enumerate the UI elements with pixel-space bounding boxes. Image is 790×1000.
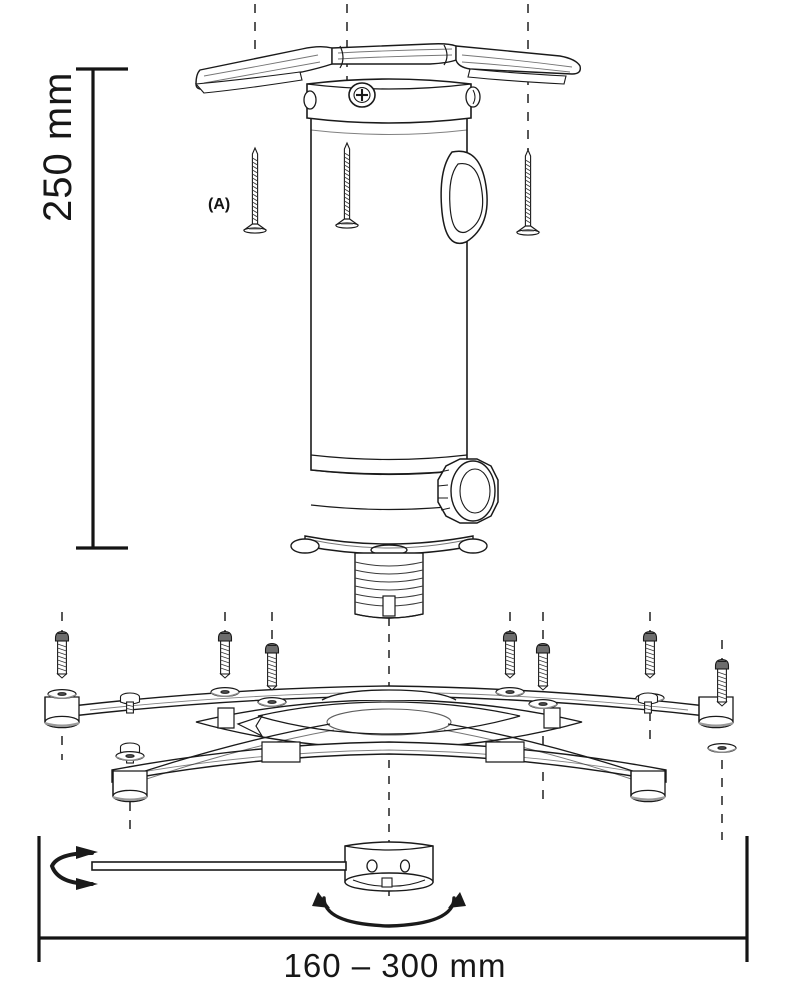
machine-screw-right-3: [642, 630, 658, 679]
collar-side-lug-left: [303, 90, 317, 110]
knurled-locking-knob: [437, 458, 499, 524]
spider-foot-inner-right: [630, 770, 666, 803]
arm-rotation-indicator: [49, 846, 347, 890]
collar-side-lug-right: [465, 86, 481, 108]
width-dimension-label: 160 – 300 mm: [283, 947, 507, 984]
column-collar: [306, 78, 472, 124]
ceiling-mount-plate: [194, 43, 582, 94]
washer-right-2: [528, 698, 558, 710]
callout-a-label: (A): [208, 196, 231, 213]
threaded-stud: [354, 552, 424, 619]
projector-spider-bracket: [71, 685, 707, 787]
height-dimension-label: 250 mm: [36, 71, 80, 223]
machine-screw-right-1: [502, 630, 518, 679]
washer-right-4: [707, 742, 737, 754]
washer-left-3: [257, 696, 287, 708]
height-dimension-line: [76, 67, 128, 550]
machine-screw-left-2: [217, 630, 233, 679]
projector-mount-hub: [344, 841, 434, 892]
machine-screw-right-2: [535, 642, 551, 691]
spider-foot-outer-left: [44, 696, 80, 729]
washer-right-1: [495, 686, 525, 698]
width-dimension-line: [37, 836, 749, 962]
hub-rotation-indicator: [312, 892, 466, 928]
cable-exit-port: [440, 150, 488, 245]
washer-left-1: [47, 688, 77, 700]
machine-screw-left-1: [54, 630, 70, 679]
washer-left-2: [210, 686, 240, 698]
washer-thumb-left: [115, 750, 145, 762]
machine-screw-right-4: [714, 658, 730, 707]
spider-foot-inner-left: [112, 770, 148, 803]
spider-foot-outer-right: [698, 696, 734, 729]
machine-screw-left-3: [264, 642, 280, 691]
phillips-collar-screw: [348, 82, 376, 108]
